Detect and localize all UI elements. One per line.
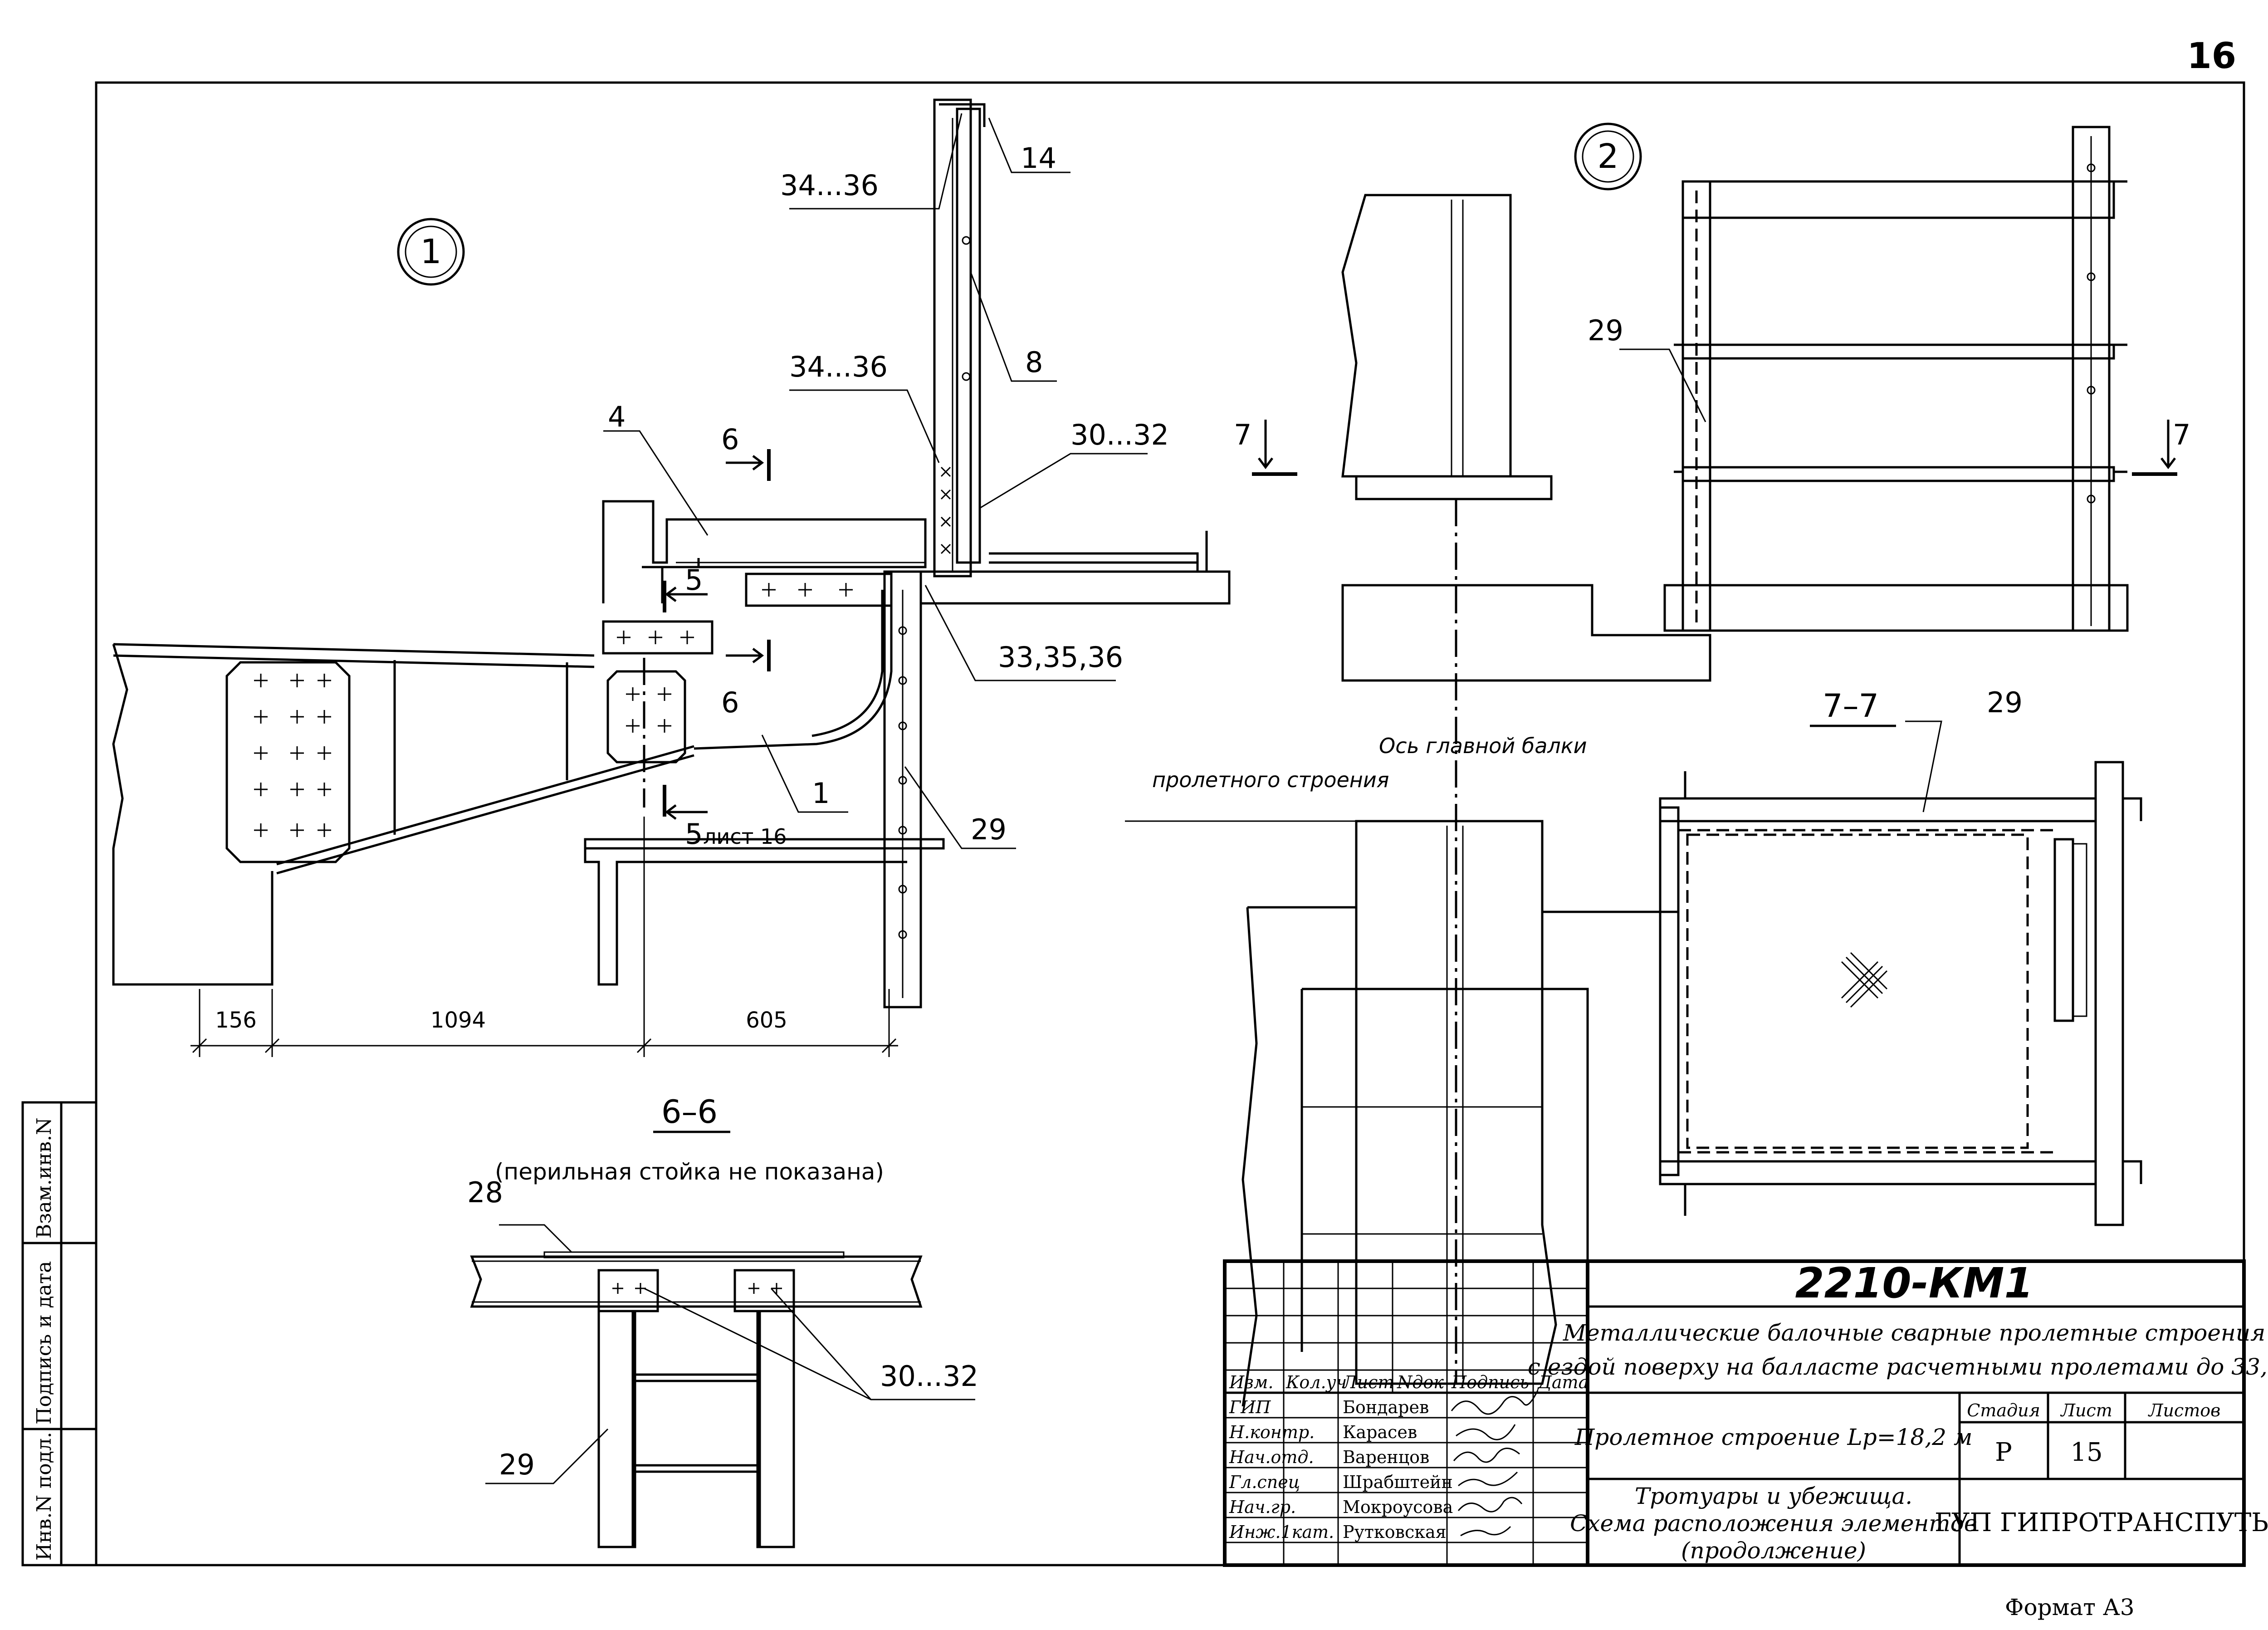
project-desc-2: с ездой поверху на балласте расчетными п…: [1528, 1354, 2268, 1380]
project-desc-1: Металлические балочные сварные пролетные…: [1563, 1320, 2265, 1346]
label-29-right: 29: [1588, 314, 1623, 347]
sheet-value: 15: [2070, 1438, 2102, 1467]
sheet-frame: [95, 81, 2245, 1566]
title-block: Изм. Кол.уч Лист Nдок Подпись Дата ГИП Н…: [1223, 1259, 2268, 1567]
label-list-16: лист 16: [703, 824, 787, 849]
view-1-cross-section: 1: [112, 98, 1231, 1057]
label-33-35-36: 33,35,36: [998, 641, 1123, 674]
dim-605: 605: [746, 1008, 787, 1033]
drawing-name-1: Тротуары и убежища.: [1635, 1483, 1912, 1509]
callout-1: 1: [420, 232, 441, 271]
label-30-32-bot: 30...32: [880, 1360, 978, 1393]
section-7-7: 7–7 Ось главной балки пролетного строени…: [1125, 686, 2142, 1407]
name-mokrousova: Мокроусова: [1343, 1497, 1453, 1517]
name-shrabshtein: Шрабштейн: [1343, 1472, 1453, 1492]
side-stamp-sign: Подпись и дата: [33, 1261, 56, 1424]
label-7-left: 7: [1234, 418, 1251, 451]
section-6-6-note: (перильная стойка не показана): [495, 1159, 884, 1185]
object-name: Пролетное строение Lр=18,2 м: [1574, 1424, 1973, 1450]
label-29-section-7-7: 29: [1987, 686, 2023, 719]
label-34-36-mid: 34...36: [789, 350, 888, 383]
title-block-header-podpis: Подпись: [1451, 1372, 1529, 1392]
label-7-right: 7: [2173, 418, 2190, 451]
title-block-header-ndok: Nдок: [1397, 1372, 1444, 1392]
section-6-6: 6–6 (перильная стойка не показана) 28 30…: [467, 1093, 978, 1548]
title-block-header-izm: Изм.: [1229, 1372, 1273, 1392]
name-bondarev: Бондарев: [1343, 1397, 1429, 1417]
label-5-top: 5: [685, 563, 703, 597]
label-29-bot: 29: [499, 1448, 535, 1481]
stage-header: Стадия: [1967, 1400, 2040, 1420]
signatures: [1451, 1390, 1539, 1537]
title-block-header-koluch: Кол.уч: [1286, 1372, 1347, 1392]
dim-156: 156: [215, 1008, 257, 1033]
name-karasev: Карасев: [1343, 1422, 1417, 1442]
title-block-header-data: Дата: [1537, 1372, 1589, 1392]
axis-note-1: Ось главной балки: [1379, 734, 1587, 758]
label-5-bot: 5: [685, 817, 703, 851]
label-1: 1: [812, 777, 830, 810]
section-7-7-title: 7–7: [1823, 687, 1879, 724]
axis-note-2: пролетного строения: [1152, 768, 1389, 792]
label-8: 8: [1025, 346, 1043, 379]
label-29-left: 29: [971, 813, 1007, 846]
sheet-header: Лист: [2060, 1400, 2112, 1420]
label-6-top: 6: [721, 423, 739, 456]
callout-2: 2: [1597, 137, 1618, 176]
side-stamp-inv: Инв.N подл.: [33, 1432, 56, 1561]
organization: ГУП ГИПРОТРАНСПУТЬ: [1935, 1508, 2268, 1537]
drawing-name-3: (продолжение): [1681, 1537, 1866, 1564]
page-number: 16: [2187, 36, 2236, 77]
role-glspec: Гл.спец: [1229, 1472, 1300, 1492]
role-nachgr: Нач.гр.: [1229, 1497, 1296, 1517]
label-34-36-top: 34...36: [780, 169, 879, 202]
format-label: Формат А3: [2005, 1594, 2135, 1620]
section-6-6-title: 6–6: [661, 1093, 718, 1131]
name-rutkovskaya: Рутковская: [1343, 1522, 1447, 1542]
drawing-name-2: Схема расположения элементов: [1570, 1510, 1977, 1537]
sheets-header: Листов: [2148, 1400, 2221, 1420]
label-30-32-mid: 30...32: [1070, 418, 1169, 451]
role-nachotd: Нач.отд.: [1229, 1447, 1314, 1467]
side-stamp: Инв.N подл. Подпись и дата Взам.инв.N: [21, 1101, 98, 1566]
name-varentsov: Варенцов: [1343, 1447, 1429, 1467]
view-2-plan: 2 29 7 7: [1234, 122, 2190, 1384]
role-gip: ГИП: [1229, 1397, 1271, 1417]
dim-1094: 1094: [430, 1008, 486, 1033]
role-nkontr: Н.контр.: [1229, 1422, 1315, 1442]
side-stamp-repl: Взам.инв.N: [33, 1117, 56, 1238]
label-6-bot: 6: [721, 686, 739, 719]
label-14: 14: [1021, 142, 1056, 175]
hatch-marker: [1841, 952, 1888, 1008]
stage-value: Р: [1995, 1438, 2012, 1467]
label-4: 4: [608, 400, 626, 433]
role-inzh: Инж.1кат.: [1229, 1522, 1334, 1542]
drawing-code: 2210-КМ1: [1795, 1259, 2033, 1307]
title-block-header-list: Лист: [1342, 1372, 1394, 1392]
label-28: 28: [467, 1176, 503, 1209]
